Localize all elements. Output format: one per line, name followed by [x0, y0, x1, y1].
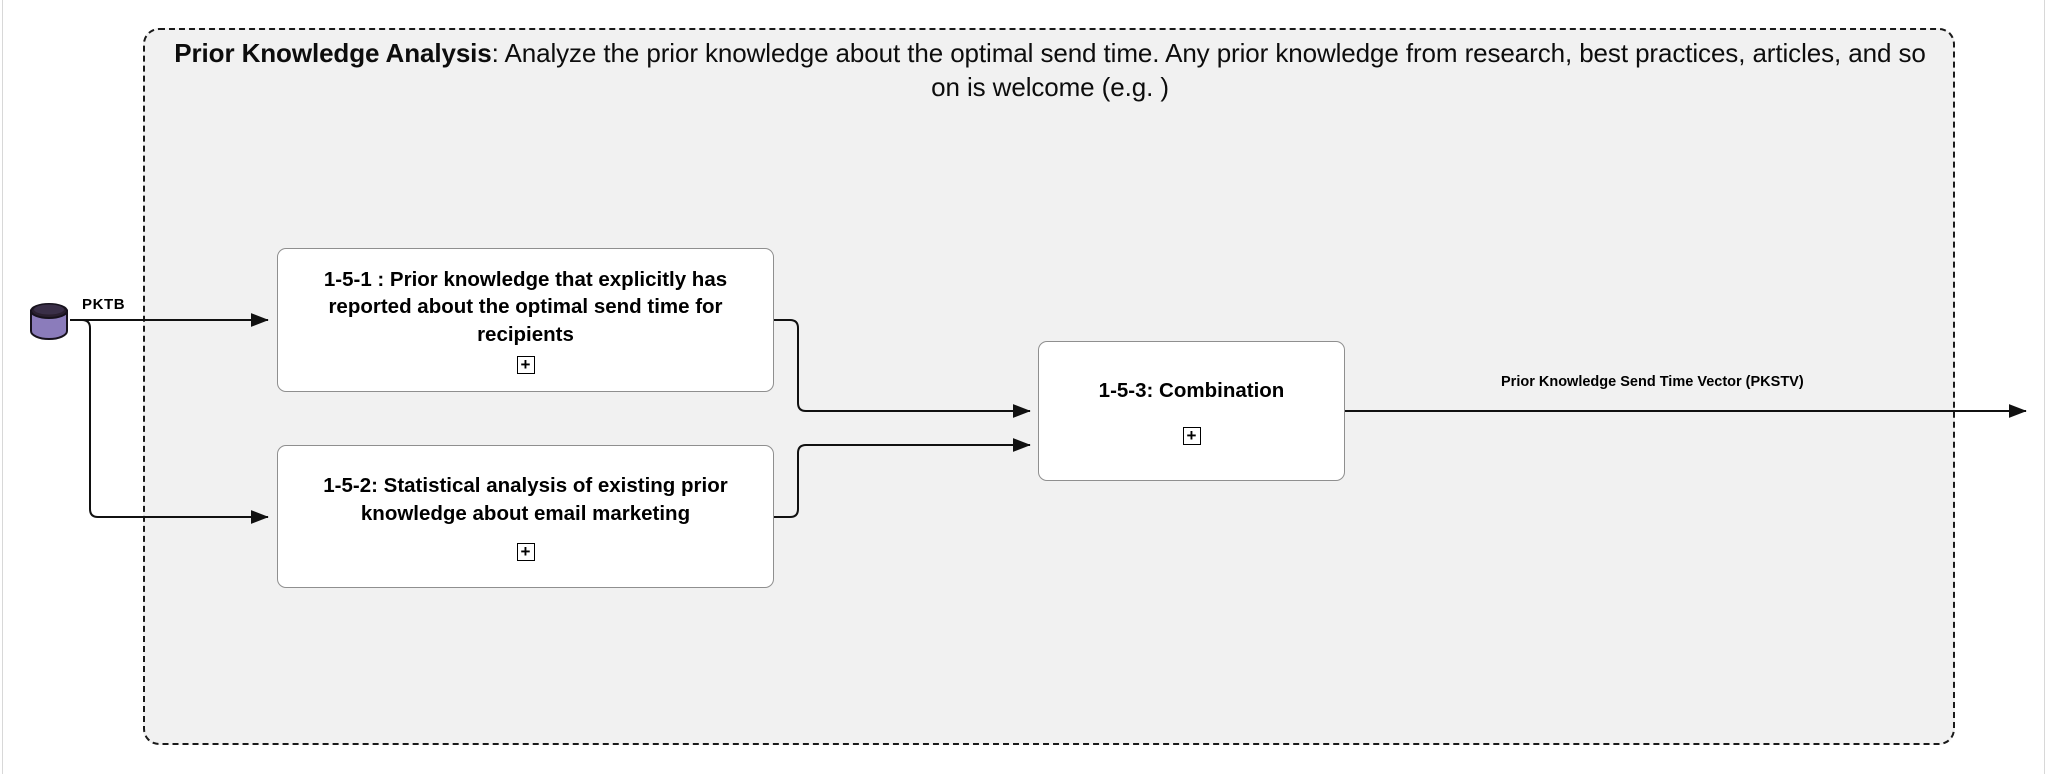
- process-node-1-5-2-label: 1-5-2: Statistical analysis of existing …: [323, 474, 728, 525]
- expand-plus-icon[interactable]: +: [516, 542, 535, 561]
- canvas-right-edge-rule: [2044, 0, 2045, 774]
- process-node-1-5-1[interactable]: 1-5-1 : Prior knowledge that explicitly …: [277, 248, 774, 392]
- process-node-1-5-1-label: 1-5-1 : Prior knowledge that explicitly …: [323, 268, 728, 346]
- expand-plus-icon[interactable]: +: [1182, 426, 1201, 445]
- output-flow-label: Prior Knowledge Send Time Vector (PKSTV): [1498, 374, 1807, 390]
- expand-plus-icon[interactable]: +: [516, 355, 535, 374]
- group-title-strong: Prior Knowledge Analysis: [174, 38, 492, 68]
- database-cylinder-icon[interactable]: [28, 302, 70, 340]
- datastore-label: PKTB: [82, 296, 126, 313]
- process-node-1-5-2[interactable]: 1-5-2: Statistical analysis of existing …: [277, 445, 774, 588]
- group-title-rest: : Analyze the prior knowledge about the …: [491, 38, 1926, 103]
- canvas-left-edge-rule: [2, 0, 3, 774]
- group-title: Prior Knowledge Analysis: Analyze the pr…: [165, 36, 1935, 105]
- process-node-1-5-3-label: 1-5-3: Combination: [1098, 379, 1285, 403]
- process-node-1-5-3[interactable]: 1-5-3: Combination +: [1038, 341, 1345, 481]
